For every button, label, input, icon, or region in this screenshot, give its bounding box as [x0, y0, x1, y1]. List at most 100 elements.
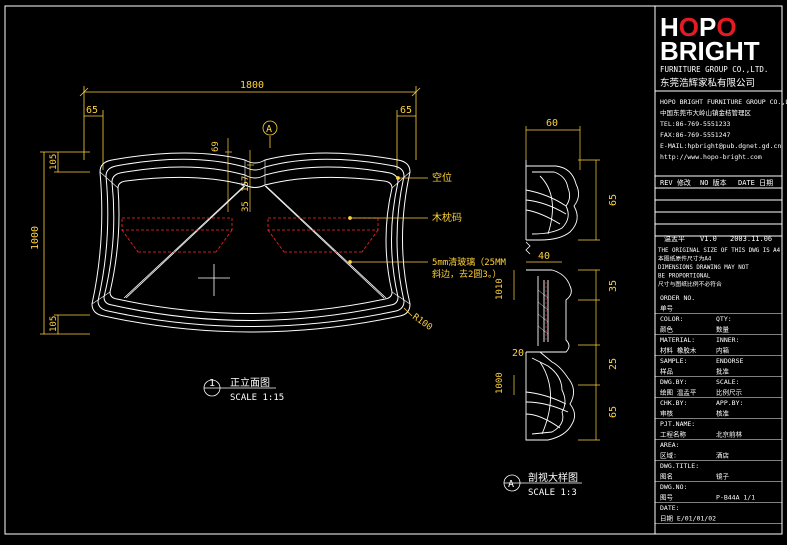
field-label: SAMPLE: — [660, 357, 687, 365]
section-bottom-profile — [525, 351, 575, 441]
section-title: 剖视大样图 — [528, 471, 578, 484]
field-label: 区域: — [660, 451, 677, 460]
field-label: 单号 — [660, 304, 674, 313]
field-label: ORDER NO. — [660, 294, 695, 302]
title-fields: ORDER NO. 单号 COLOR: QTY: 颜色 数量 MATERIAL: INNER:… — [655, 294, 782, 524]
hidden-cleats — [121, 217, 379, 253]
rev-row-cell: 2003.11.06 — [730, 235, 772, 243]
section-view-title: A 剖视大样图 SCALE 1:3 — [503, 471, 582, 498]
dim-bottom-left-text: 105 — [49, 316, 59, 332]
section-glass-hatch — [537, 289, 549, 335]
field-label: 审核 — [660, 409, 674, 418]
company-english: FURNITURE GROUP CO.,LTD. — [660, 65, 768, 74]
field-label: 样品 — [660, 367, 673, 376]
rev-header-cell: NO 版本 — [700, 178, 727, 187]
field-value: 镜子 — [716, 472, 730, 481]
field-label: 图名 — [660, 472, 673, 481]
field-label: 工程名称 — [660, 430, 687, 439]
sec-dim-60: 60 — [546, 118, 558, 129]
field-value: 比例尺示 — [716, 388, 743, 397]
field-value: APP.BY: — [716, 399, 743, 407]
dim-center-a-text: 69 — [211, 141, 221, 152]
field-value: INNER: — [716, 336, 739, 344]
note-line: BE PROPORTIONAL — [658, 274, 711, 280]
section-marker-label: A — [266, 124, 272, 135]
logo-text-bright: BRIGHT — [660, 36, 760, 66]
field-label: 颜色 — [660, 325, 674, 334]
rev-header-cell: REV 修改 — [660, 178, 691, 187]
sec-dim-25: 25 — [608, 358, 619, 370]
sec-dim-1010: 1010 — [495, 278, 505, 300]
callout-wood-cleat: 木枕码 — [432, 211, 462, 224]
front-view-title: 1 正立面图 SCALE 1:15 — [203, 376, 284, 403]
sheet-border — [4, 5, 783, 535]
sec-dim-1000: 1000 — [495, 372, 505, 394]
dim-height-line — [40, 151, 90, 335]
field-label: 日期 E/01/01/02 — [660, 515, 716, 523]
callout-glass-line2: 斜边，去2圆3。） — [432, 268, 501, 280]
company-info-line: FAX:86-769-5551247 — [660, 131, 731, 139]
dim-center-b-text: 157 — [241, 176, 251, 192]
rev-row-cell: V1.0 — [700, 235, 717, 243]
field-label: PJT.NAME: — [660, 420, 695, 428]
field-label: 绘图 温孟平 — [660, 388, 697, 397]
section-letter: A — [508, 479, 514, 490]
center-crosshair — [198, 264, 230, 296]
note-line: 尺寸与图纸比例不必符合 — [658, 280, 722, 288]
note-line: 本图纸原件尺寸为A4 — [658, 255, 712, 263]
field-value: 数量 — [716, 325, 730, 334]
dim-center-c-text: 35 — [241, 201, 251, 212]
field-value: P-B44A 1/1 — [716, 494, 755, 502]
section-marker-circle — [262, 120, 278, 136]
company-info-line: TEL:86-769-5551233 — [660, 120, 731, 128]
field-value: 北京前林 — [716, 430, 743, 439]
field-value: ENDORSE — [716, 357, 743, 365]
field-label: COLOR: — [660, 315, 683, 323]
callout-glass-line1: 5mm清玻璃（25MM — [432, 256, 507, 268]
radius-label: R100 — [410, 312, 434, 333]
company-info-line: http://www.hopo-bright.com — [660, 153, 762, 161]
field-label: AREA: — [660, 441, 680, 449]
dim-top-left-text: 105 — [49, 154, 59, 170]
field-value: QTY: — [716, 315, 732, 323]
field-value: 批准 — [716, 367, 730, 376]
view-scale: SCALE 1:15 — [230, 393, 284, 403]
corner-hatching — [91, 160, 411, 305]
callout-space: 空位 — [432, 171, 452, 184]
dwg-notes: THE ORIGINAL SIZE OF THIS DWG IS A4本图纸原件… — [658, 248, 781, 288]
company-info: HOPO BRIGHT FURNITURE GROUP CO.,LTD.中国东莞… — [660, 98, 787, 161]
field-value: 核准 — [716, 409, 730, 418]
break-line-top — [525, 241, 531, 255]
dim-right-text: 65 — [400, 105, 412, 116]
sec-dim-40: 40 — [538, 251, 550, 262]
field-label: MATERIAL: — [660, 336, 695, 344]
note-line: DIMENSIONS DRAWING MAY NOT — [658, 265, 749, 271]
front-elevation: 1800 65 65 1000 105 105 69 157 35 A — [30, 80, 507, 403]
field-label: DATE: — [660, 504, 680, 512]
title-block: HOPO BRIGHT FURNITURE GROUP CO.,LTD. 东莞浩… — [654, 6, 787, 534]
glass-diagonals — [123, 185, 387, 299]
dim-width-text: 1800 — [240, 80, 264, 91]
section-top-profile — [525, 160, 579, 241]
field-value: SCALE: — [716, 378, 739, 386]
mirror-frame — [91, 152, 411, 333]
dim-center-lines — [225, 138, 254, 212]
rev-header-cell: DATE 日期 — [738, 179, 773, 187]
view-number: 1 — [209, 378, 215, 389]
section-mid-profile — [526, 269, 572, 353]
revision-header: REV 修改 NO 版本 DATE 日期 — [660, 178, 773, 187]
logo-text-hopo: HOPO — [660, 12, 737, 42]
sec-dim-35: 35 — [608, 280, 619, 292]
dim-height-text: 1000 — [30, 226, 41, 250]
dim-left-text: 65 — [86, 105, 98, 116]
section-dim-lines — [513, 126, 600, 441]
section-scale: SCALE 1:3 — [528, 488, 577, 498]
sec-dim-65-bot: 65 — [608, 406, 619, 418]
dim-width-line — [79, 86, 421, 170]
note-line: THE ORIGINAL SIZE OF THIS DWG IS A4 — [658, 248, 781, 254]
sec-dim-20: 20 — [512, 348, 524, 359]
field-label: CHK.BY: — [660, 399, 687, 407]
